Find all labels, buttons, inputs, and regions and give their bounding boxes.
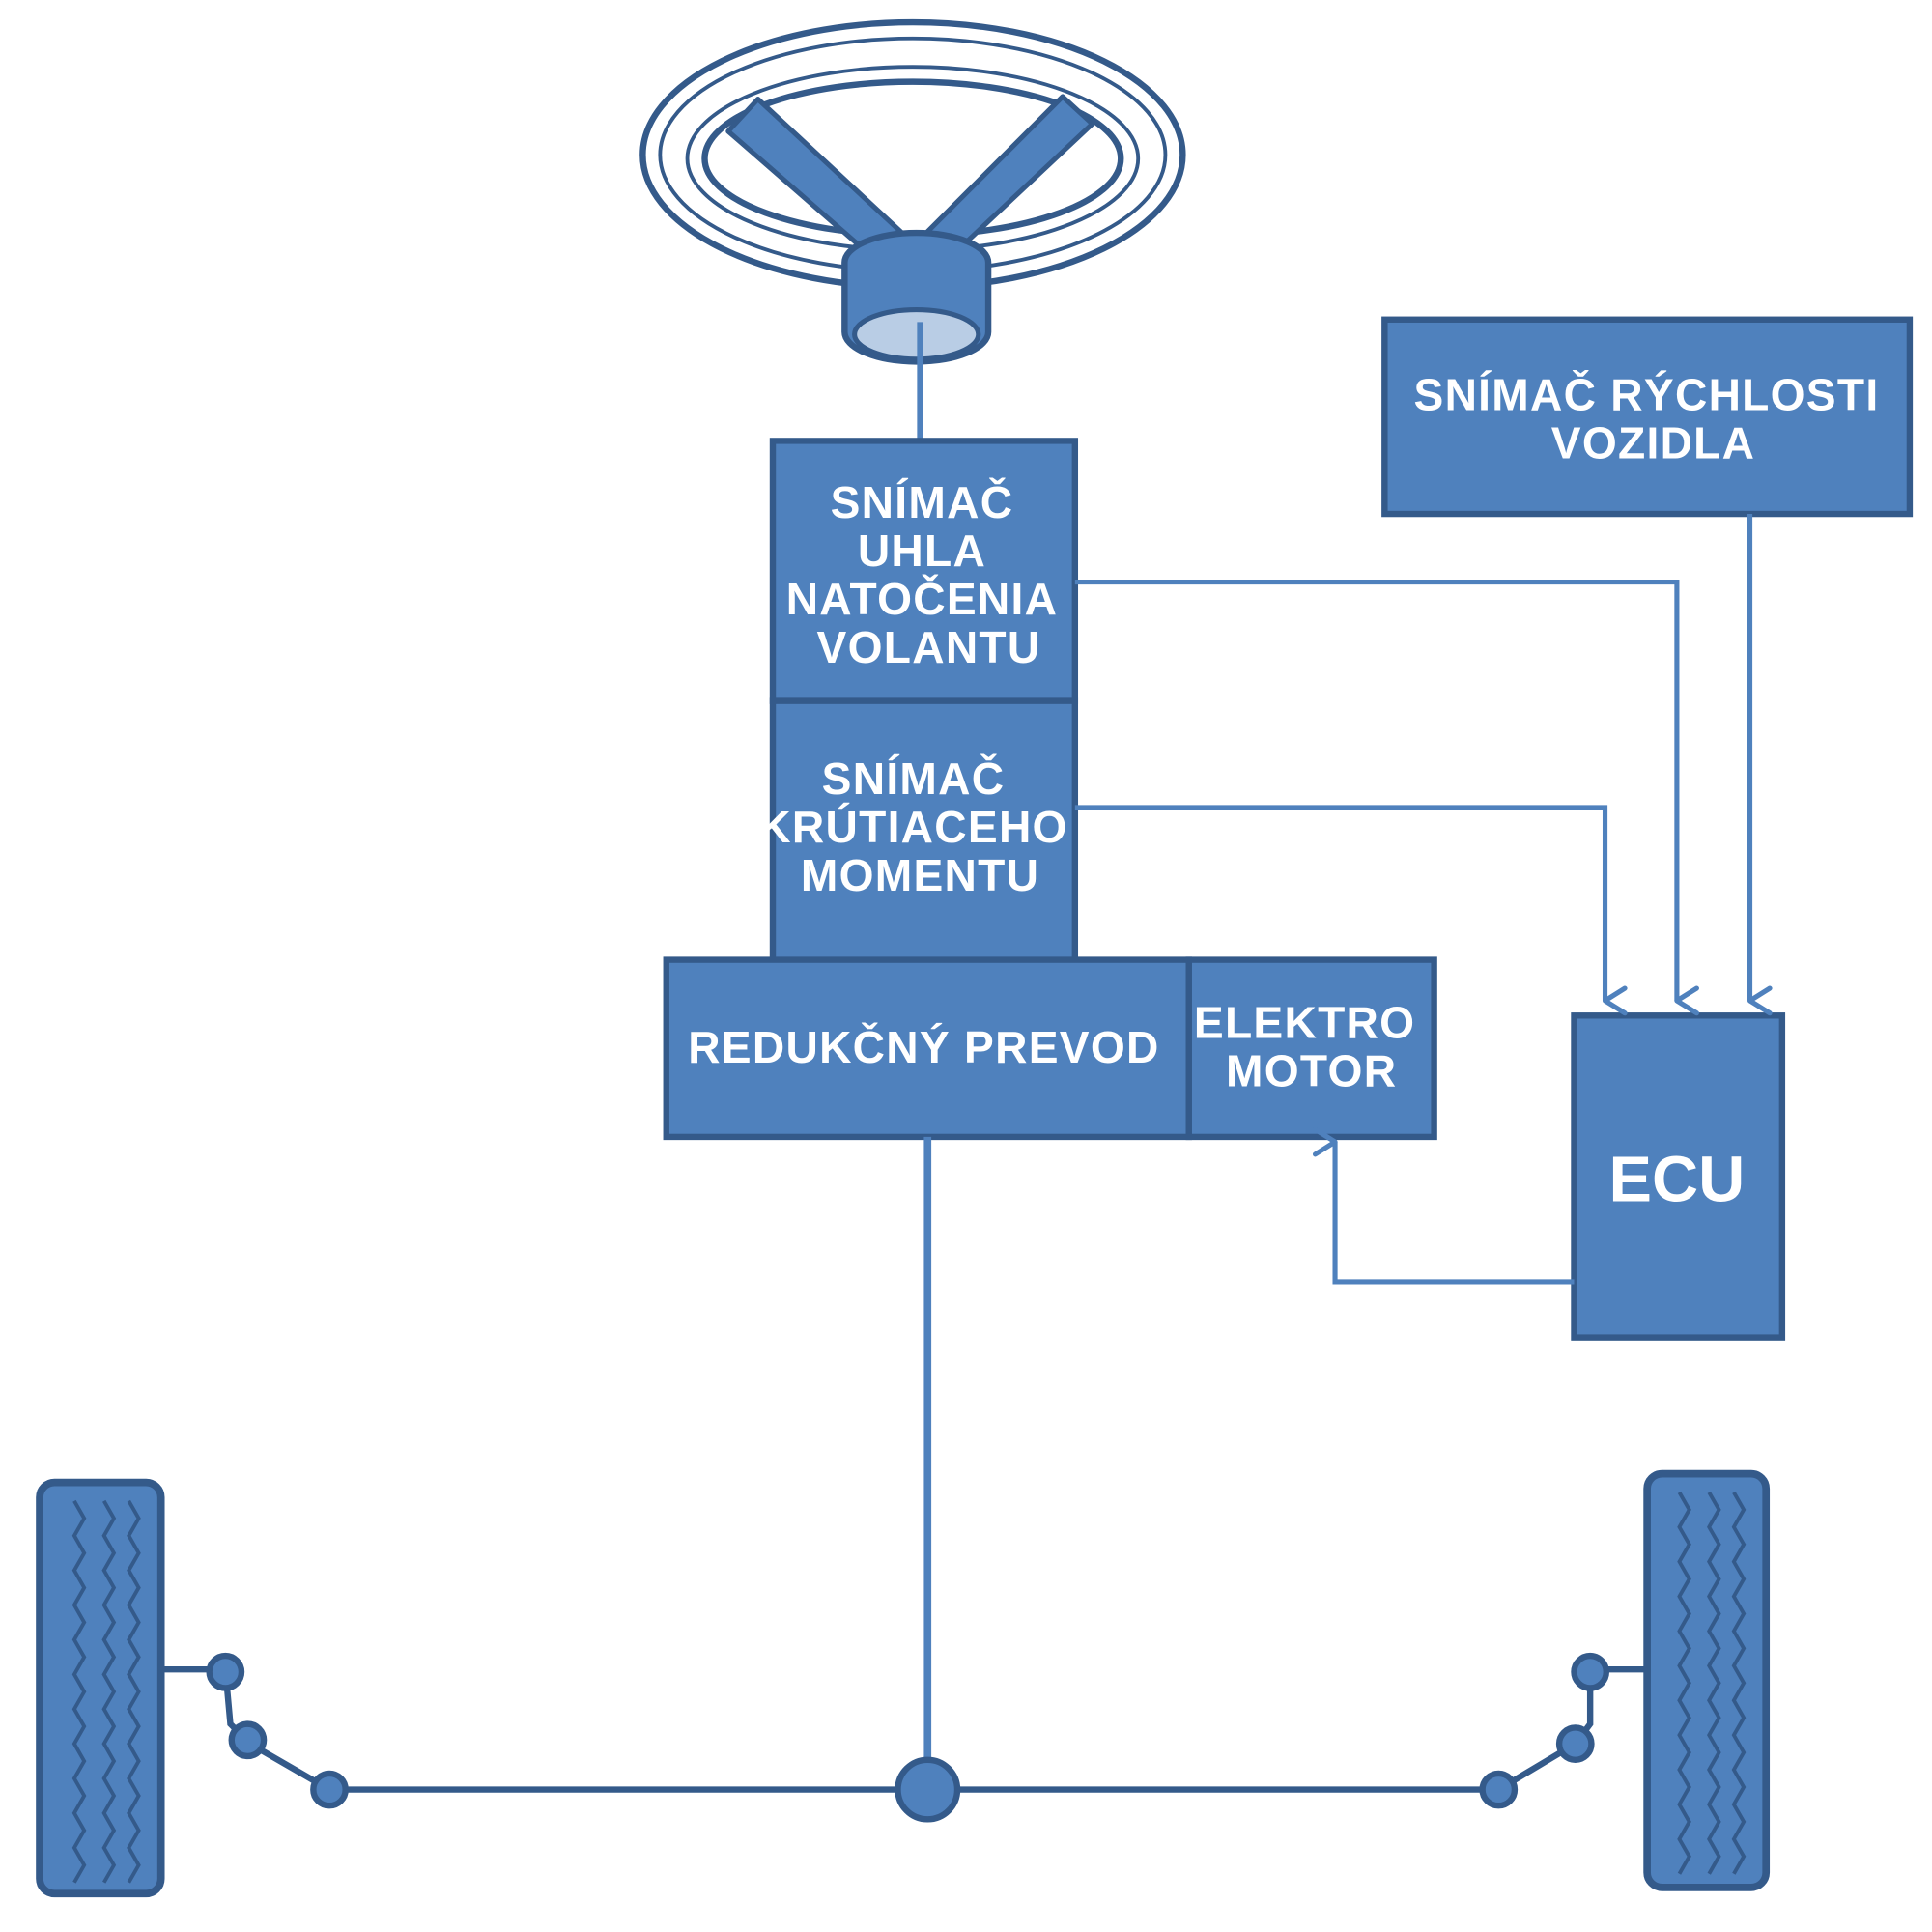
- electric-motor-label: ELEKTRO MOTOR: [1194, 997, 1430, 1095]
- reduction-gear-label: REDUKČNÝ PREVOD: [688, 1022, 1159, 1072]
- vehicle-speed-sensor-label: SNÍMAČ RÝCHLOSTI VOZIDLA: [1414, 369, 1893, 468]
- steering-wheel-icon: [639, 18, 1186, 365]
- electric-motor-box: ELEKTRO MOTOR: [1185, 956, 1437, 1141]
- steering-angle-sensor-label: SNÍMAČ UHLA NATOČENIA VOLANTU: [786, 477, 1072, 672]
- torque-sensor-box: SNÍMAČ KRÚTIACEHO MOMENTU: [758, 697, 1082, 965]
- vehicle-speed-sensor-box: SNÍMAČ RÝCHLOSTI VOZIDLA: [1381, 316, 1914, 518]
- ecu-box: ECU: [1571, 1012, 1786, 1341]
- steering-rack: [160, 1652, 1650, 1823]
- right-wheel-icon: [1643, 1469, 1771, 1891]
- pinion-joint: [895, 1756, 961, 1823]
- left-wheel-icon: [36, 1478, 165, 1898]
- torque-signal-arrow: [1074, 805, 1628, 1016]
- steering-angle-sensor-box: SNÍMAČ UHLA NATOČENIA VOLANTU: [769, 438, 1079, 704]
- torque-sensor-label: SNÍMAČ KRÚTIACEHO MOMENTU: [758, 753, 1082, 900]
- ecu-label: ECU: [1609, 1145, 1746, 1216]
- angle-signal-arrow: [1074, 580, 1699, 1016]
- motor-control-arrow: [1312, 1126, 1575, 1285]
- reduction-gear-box: REDUKČNÝ PREVOD: [663, 956, 1192, 1141]
